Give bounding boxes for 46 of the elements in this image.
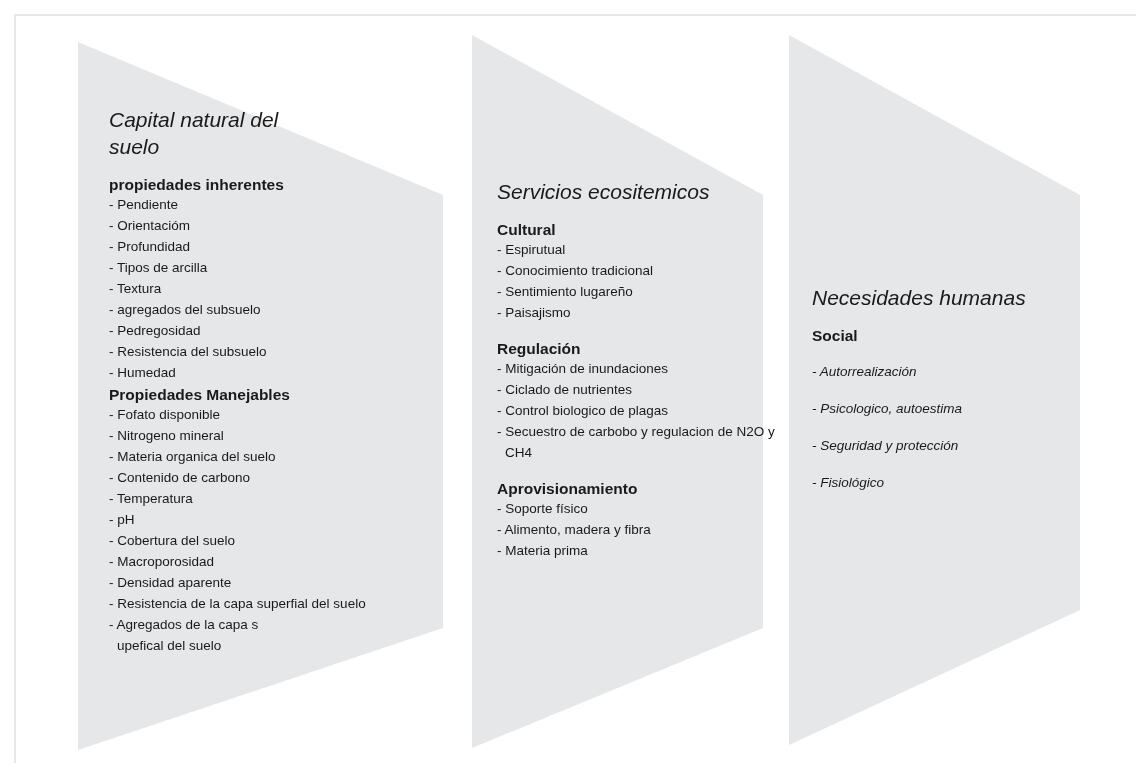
section-heading: Regulación <box>497 339 581 359</box>
list-item: - Temperatura <box>109 490 193 508</box>
panel-title: Capital natural del suelo <box>109 107 280 160</box>
list-item: - Resistencia del subsuelo <box>109 343 267 361</box>
list-item: - Cobertura del suelo <box>109 532 236 550</box>
list-item: - Control biologico de plagas <box>497 402 669 420</box>
list-item: - Agregados de la capa s upefical del suelo <box>109 616 260 655</box>
list-item: - Macroporosidad <box>109 553 215 571</box>
list-item: - Textura <box>109 280 162 298</box>
list-item: - Espirutual <box>497 241 566 259</box>
list-item: - Fisiológico <box>812 474 885 492</box>
list-item: - Pedregosidad <box>109 322 201 340</box>
list-item: - Soporte físico <box>497 500 588 518</box>
list-item: - Paisajismo <box>497 304 571 322</box>
list-item: - Autorrealización <box>812 363 917 381</box>
list-item: - Contenido de carbono <box>109 469 251 487</box>
list-item: - Ciclado de nutrientes <box>497 381 633 399</box>
section-heading: Cultural <box>497 220 556 240</box>
chevron-panel <box>78 42 443 750</box>
list-item: - agregados del subsuelo <box>109 301 261 319</box>
section-heading: Social <box>812 326 858 346</box>
panel-title: Servicios ecositemicos <box>497 179 711 205</box>
list-item: - Secuestro de carbobo y regulacion de N2O y CH4 <box>497 423 776 462</box>
list-item: - Mitigación de inundaciones <box>497 360 669 378</box>
list-item: - Materia organica del suelo <box>109 448 276 466</box>
list-item: - Profundidad <box>109 238 191 256</box>
list-item: - Materia prima <box>497 542 588 560</box>
list-item: - Nitrogeno mineral <box>109 427 224 445</box>
list-item: - Psicologico, autoestima <box>812 400 963 418</box>
list-item: - Pendiente <box>109 196 179 214</box>
list-item: - Conocimiento tradicional <box>497 262 654 280</box>
section-heading: propiedades inherentes <box>109 175 284 195</box>
list-item: - Tipos de arcilla <box>109 259 208 277</box>
list-item: - Seguridad y protección <box>812 437 959 455</box>
list-item: - Sentimiento lugareño <box>497 283 633 301</box>
list-item: - Densidad aparente <box>109 574 232 592</box>
list-item: - Orientacióm <box>109 217 191 235</box>
list-item: - pH <box>109 511 135 529</box>
list-item: - Resistencia de la capa superfial del suelo <box>109 595 366 613</box>
section-heading: Propiedades Manejables <box>109 385 290 405</box>
chevron-panel <box>789 35 1080 745</box>
list-item: - Fofato disponible <box>109 406 221 424</box>
section-heading: Aprovisionamiento <box>497 479 638 499</box>
list-item: - Alimento, madera y fibra <box>497 521 651 539</box>
panel-title: Necesidades humanas <box>812 285 1027 311</box>
list-item: - Humedad <box>109 364 176 382</box>
